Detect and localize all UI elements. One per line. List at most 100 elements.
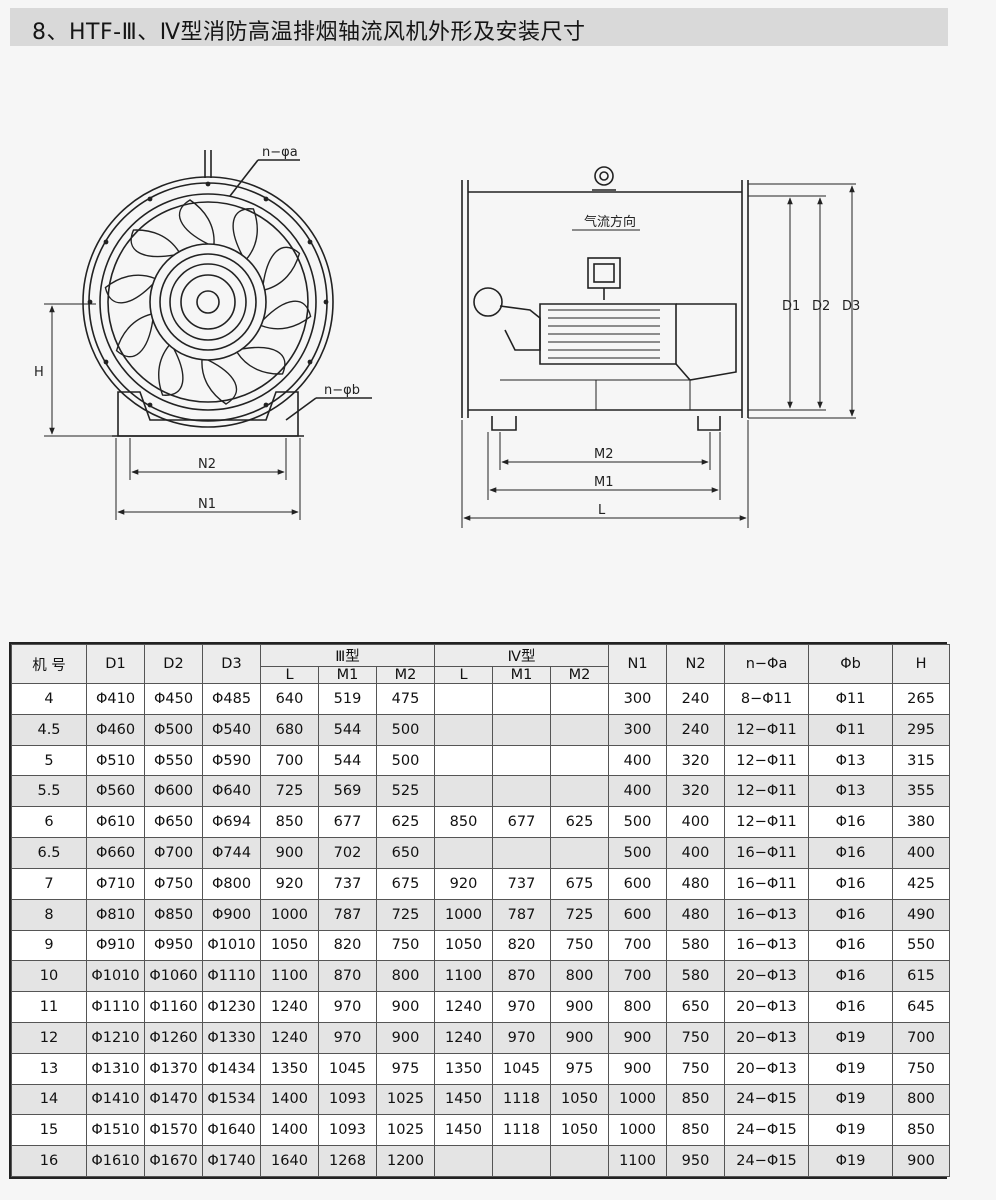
table-cell: 400 bbox=[666, 806, 726, 839]
table-cell bbox=[434, 775, 493, 808]
table-cell: Φ410 bbox=[86, 683, 145, 715]
table-cell: 1450 bbox=[434, 1114, 493, 1147]
table-cell: 650 bbox=[666, 991, 726, 1023]
table-cell: 625 bbox=[549, 806, 610, 839]
table-cell: Φ500 bbox=[144, 713, 203, 746]
table-cell bbox=[434, 744, 493, 777]
table-cell: Φ910 bbox=[86, 929, 145, 962]
table-cell: 11 bbox=[11, 991, 87, 1023]
header-phi-b: Φb bbox=[808, 644, 894, 684]
table-cell: 870 bbox=[318, 960, 377, 993]
table-cell: 315 bbox=[892, 744, 951, 777]
table-cell: 20−Φ13 bbox=[724, 1021, 810, 1054]
table-cell: 1100 bbox=[608, 1145, 668, 1177]
table-cell: Φ1010 bbox=[202, 929, 261, 962]
header-model: 机 号 bbox=[11, 644, 87, 684]
table-cell: 7 bbox=[11, 867, 87, 900]
table-cell: Φ19 bbox=[808, 1145, 894, 1177]
table-cell: 700 bbox=[260, 744, 319, 777]
table-cell: 1025 bbox=[376, 1114, 435, 1147]
table-cell: 1093 bbox=[318, 1114, 377, 1147]
label-m1: M1 bbox=[594, 475, 614, 490]
label-n2: N2 bbox=[198, 457, 216, 472]
table-cell: Φ485 bbox=[202, 683, 261, 715]
table-cell: 737 bbox=[492, 867, 551, 900]
table-cell: Φ660 bbox=[86, 837, 145, 869]
table-cell: 975 bbox=[549, 1052, 610, 1085]
table-cell: 300 bbox=[608, 683, 668, 715]
table-cell: Φ850 bbox=[144, 898, 203, 931]
table-cell: Φ710 bbox=[86, 867, 145, 900]
table-cell: 725 bbox=[376, 898, 435, 931]
table-cell: Φ16 bbox=[808, 991, 894, 1023]
table-cell: 544 bbox=[318, 713, 377, 746]
table-cell: Φ560 bbox=[86, 775, 145, 808]
label-d1: D1 bbox=[782, 299, 800, 314]
table-cell: Φ1330 bbox=[202, 1021, 261, 1054]
table-cell: Φ1434 bbox=[202, 1052, 261, 1085]
table-cell: 1640 bbox=[260, 1145, 319, 1177]
table-cell: 12 bbox=[11, 1021, 87, 1054]
table-cell bbox=[549, 713, 610, 746]
dimension-table: 机 号 D1 D2 D3 Ⅲ型 Ⅳ型 N1 N2 n−Φa Φb H L M1 … bbox=[11, 644, 951, 1177]
table-cell: 970 bbox=[318, 991, 377, 1023]
subheader-cell: L bbox=[434, 666, 493, 684]
table-cell: Φ744 bbox=[202, 837, 261, 869]
label-n-phi-b: n−φb bbox=[324, 383, 360, 398]
table-cell: Φ1534 bbox=[202, 1083, 261, 1116]
table-cell: 580 bbox=[666, 929, 726, 962]
table-cell: Φ1470 bbox=[144, 1083, 203, 1116]
table-cell bbox=[492, 744, 551, 777]
subheader-cell: M2 bbox=[376, 666, 435, 684]
table-cell: 500 bbox=[376, 744, 435, 777]
label-d3: D3 bbox=[842, 299, 860, 314]
table-cell: 480 bbox=[666, 898, 726, 931]
table-cell: 20−Φ13 bbox=[724, 1052, 810, 1085]
table-cell: 15 bbox=[11, 1114, 87, 1147]
table-cell: 900 bbox=[376, 1021, 435, 1054]
table-cell: Φ16 bbox=[808, 898, 894, 931]
table-cell: 725 bbox=[549, 898, 610, 931]
table-cell: Φ800 bbox=[202, 867, 261, 900]
table-cell: 677 bbox=[318, 806, 377, 839]
table-cell: 1350 bbox=[260, 1052, 319, 1085]
header-n2: N2 bbox=[666, 644, 726, 684]
table-cell: 1450 bbox=[434, 1083, 493, 1116]
table-subheader-row: L M1 M2 L M1 M2 bbox=[12, 666, 950, 684]
table-cell: Φ700 bbox=[144, 837, 203, 869]
table-cell: 1093 bbox=[318, 1083, 377, 1116]
table-cell: Φ640 bbox=[202, 775, 261, 808]
table-cell: 6.5 bbox=[11, 837, 87, 869]
table-cell bbox=[434, 837, 493, 869]
table-cell: 750 bbox=[892, 1052, 951, 1085]
table-cell: 800 bbox=[892, 1083, 951, 1116]
table-cell: 900 bbox=[376, 991, 435, 1023]
table-cell: Φ1670 bbox=[144, 1145, 203, 1177]
header-n1: N1 bbox=[608, 644, 668, 684]
table-cell bbox=[492, 713, 551, 746]
table-cell: 13 bbox=[11, 1052, 87, 1085]
table-cell: 1400 bbox=[260, 1114, 319, 1147]
table-cell: 490 bbox=[892, 898, 951, 931]
table-cell: 16−Φ13 bbox=[724, 898, 810, 931]
table-cell: 519 bbox=[318, 683, 377, 715]
table-cell: 295 bbox=[892, 713, 951, 746]
table-cell: 750 bbox=[666, 1052, 726, 1085]
header-type3: Ⅲ型 bbox=[260, 644, 435, 667]
subheader-cell: M1 bbox=[318, 666, 377, 684]
table-cell: 787 bbox=[318, 898, 377, 931]
table-cell: 1000 bbox=[434, 898, 493, 931]
table-cell: 1045 bbox=[318, 1052, 377, 1085]
table-cell: 850 bbox=[666, 1083, 726, 1116]
table-cell: Φ1740 bbox=[202, 1145, 261, 1177]
table-cell: Φ550 bbox=[144, 744, 203, 777]
table-cell: Φ16 bbox=[808, 867, 894, 900]
table-cell: Φ1160 bbox=[144, 991, 203, 1023]
table-cell: 900 bbox=[608, 1052, 668, 1085]
